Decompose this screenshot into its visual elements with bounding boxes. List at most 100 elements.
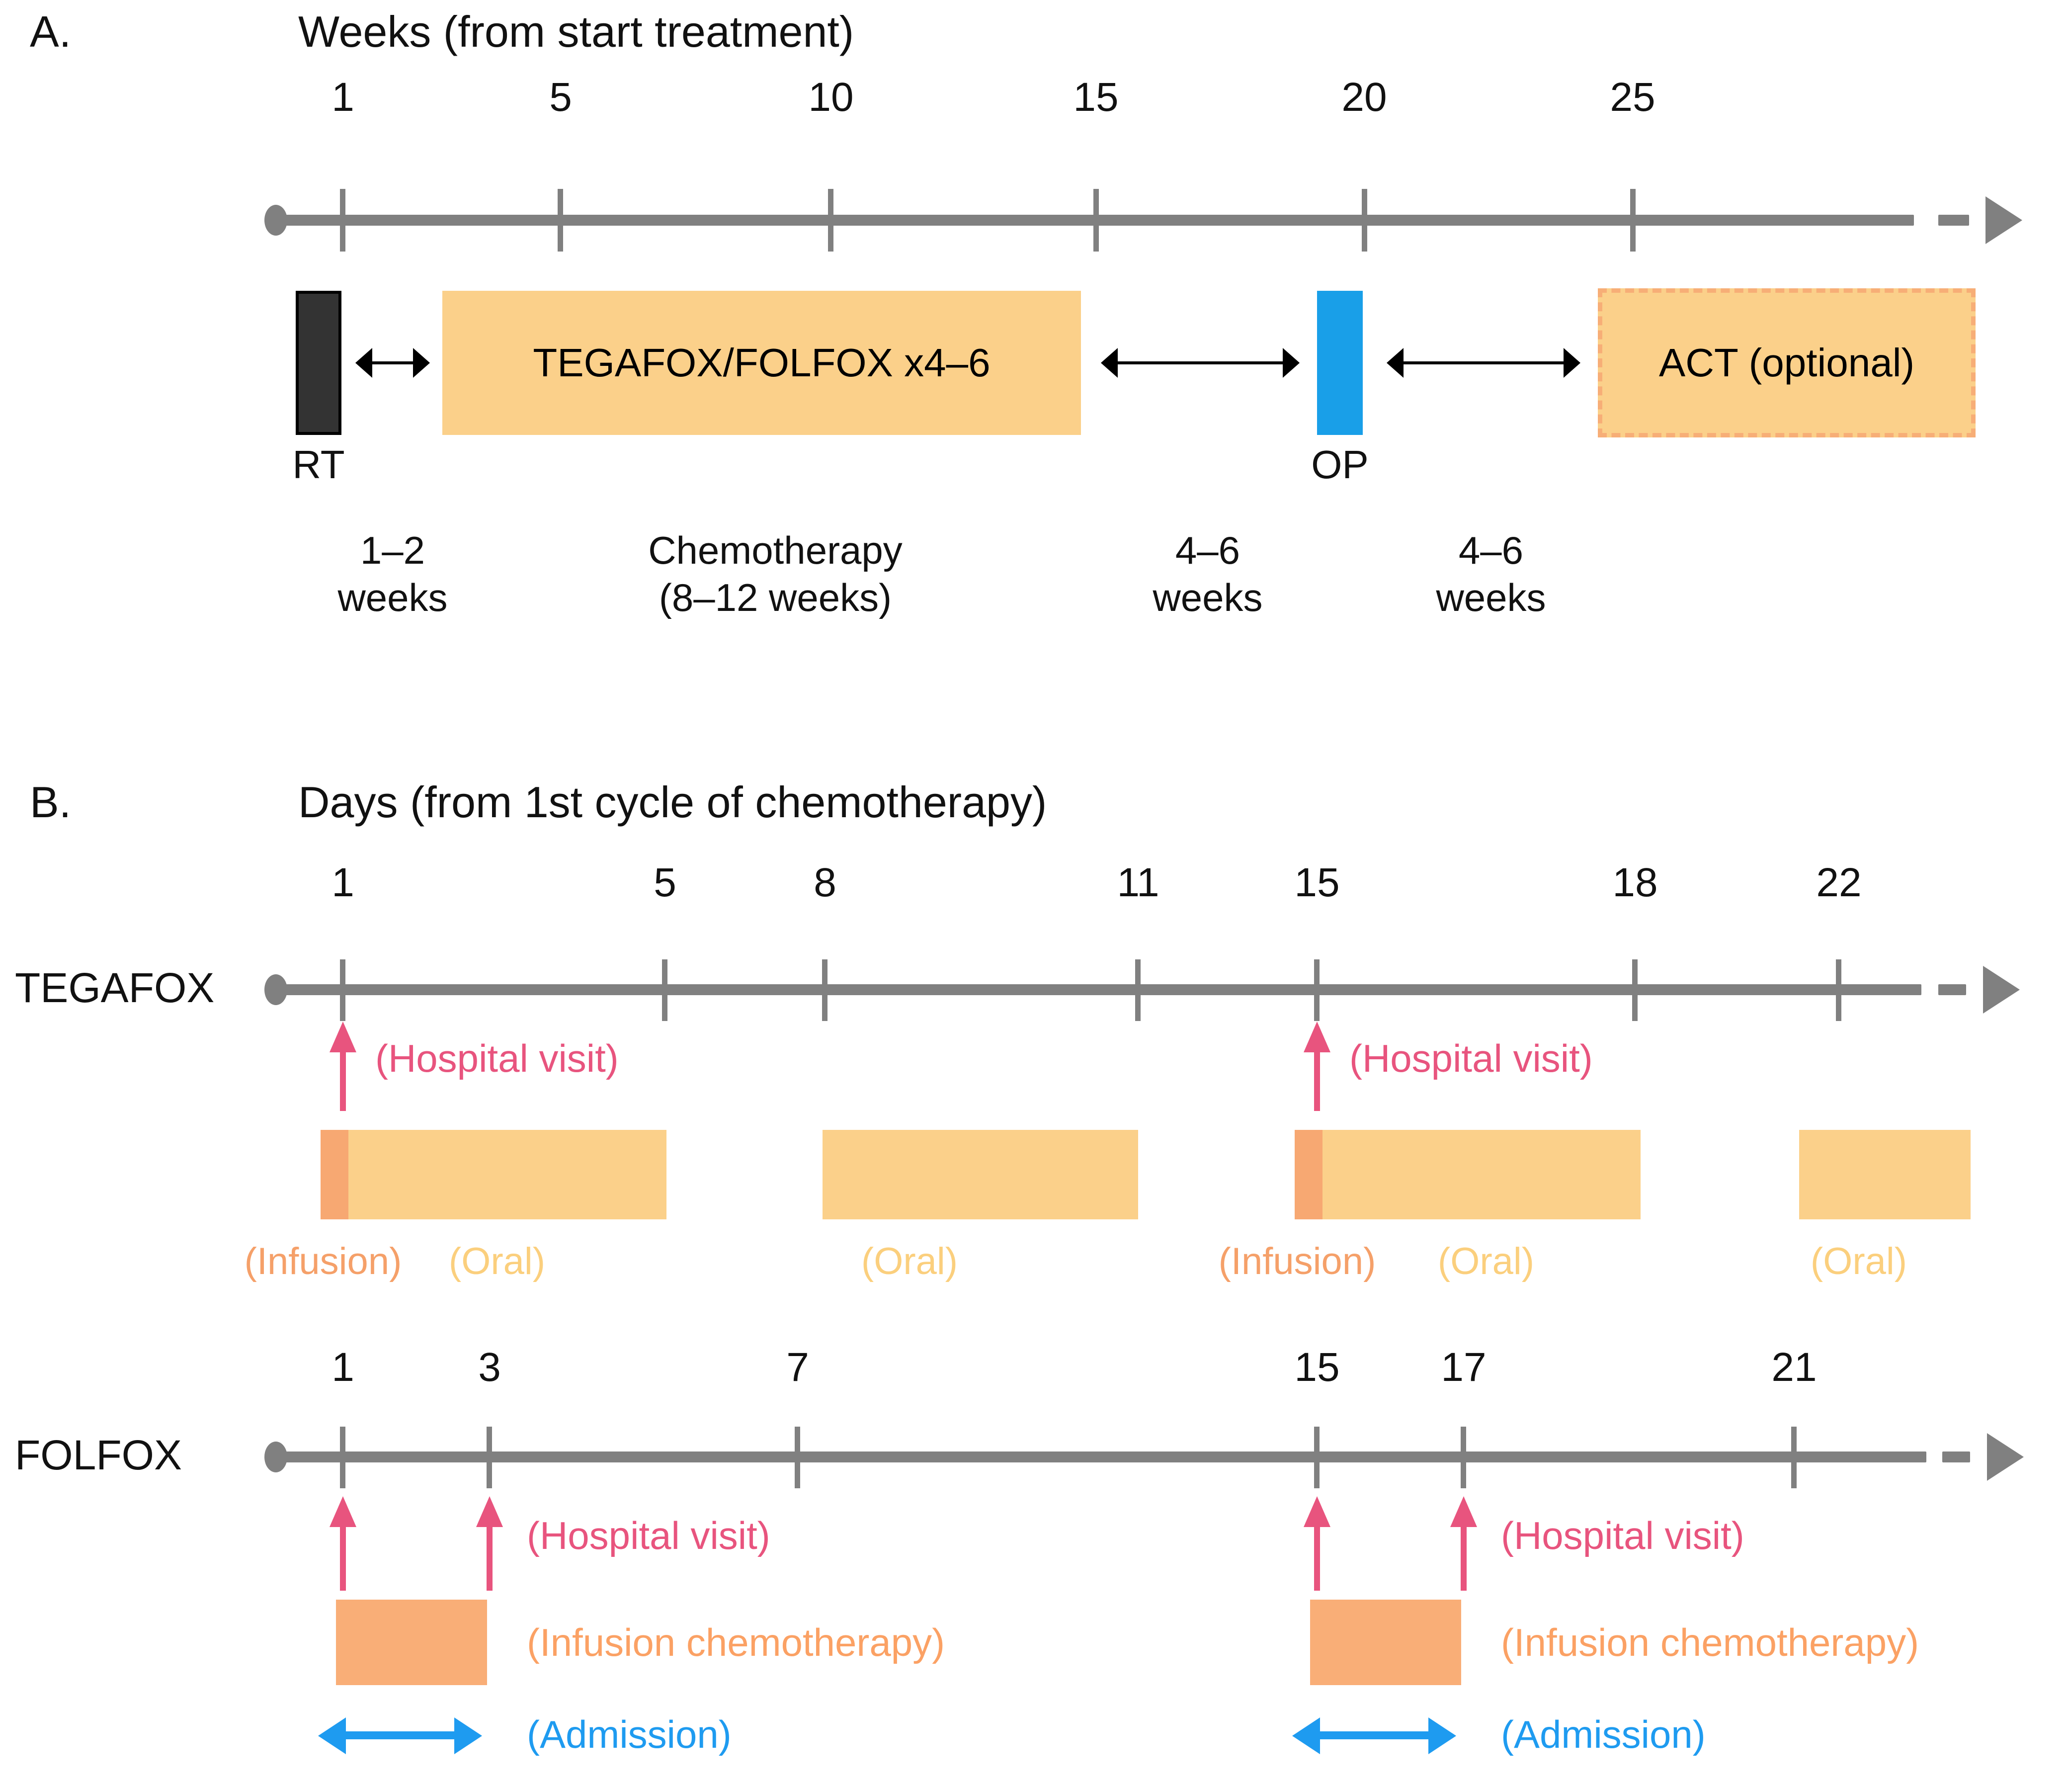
tegafox-tick-label-18: 18 bbox=[1612, 860, 1658, 905]
tegafox-tick-label-15: 15 bbox=[1294, 860, 1340, 905]
panel-a-tick-label-1: 1 bbox=[331, 75, 354, 120]
folfox-admission-label-1: (Admission) bbox=[527, 1712, 732, 1756]
folfox-hospital-visit-arrow-day15 bbox=[1304, 1496, 1330, 1591]
operation-block bbox=[1317, 291, 1363, 435]
tegafox-tick-label-8: 8 bbox=[814, 860, 836, 905]
tegafox-tick-label-11: 11 bbox=[1117, 860, 1159, 905]
chemotherapy-block: TEGAFOX/FOLFOX x4–6 bbox=[442, 291, 1081, 435]
folfox-axis-arrowhead bbox=[1987, 1433, 2024, 1481]
panel-a-axis-dash bbox=[1938, 215, 1969, 226]
folfox-tick-21 bbox=[1791, 1427, 1797, 1488]
folfox-hospital-visit-label-1: (Hospital visit) bbox=[527, 1514, 770, 1557]
folfox-infusion-label-2: (Infusion chemotherapy) bbox=[1501, 1621, 1919, 1664]
duration-chemo-to-op-line1: 4–6 bbox=[1175, 528, 1240, 572]
folfox-tick-15 bbox=[1314, 1427, 1320, 1488]
folfox-hospital-visit-label-2: (Hospital visit) bbox=[1501, 1514, 1744, 1557]
duration-rt: 1–2 weeks bbox=[337, 527, 447, 621]
folfox-tick-label-21: 21 bbox=[1771, 1345, 1817, 1390]
tegafox-oral-caption-3: (Oral) bbox=[1437, 1240, 1535, 1282]
duration-chemo-to-op: 4–6 weeks bbox=[1153, 527, 1262, 621]
panel-a-tick-25 bbox=[1630, 189, 1636, 252]
duration-op-to-act: 4–6 weeks bbox=[1436, 527, 1546, 621]
duration-chemo-line2: (8–12 weeks) bbox=[659, 576, 892, 620]
panel-b-letter: B. bbox=[30, 777, 72, 827]
act-block-label: ACT (optional) bbox=[1658, 341, 1915, 385]
folfox-axis-line bbox=[281, 1451, 1926, 1462]
tegafox-infusion-bar-1 bbox=[321, 1130, 348, 1219]
folfox-tick-label-7: 7 bbox=[786, 1345, 809, 1390]
panel-a-tick-1 bbox=[340, 189, 345, 252]
tegafox-oral-caption-2: (Oral) bbox=[861, 1240, 958, 1282]
folfox-hospital-visit-arrow-day3 bbox=[476, 1496, 503, 1591]
act-block: ACT (optional) bbox=[1598, 288, 1976, 437]
tegafox-infusion-caption-2: (Infusion) bbox=[1218, 1240, 1376, 1282]
folfox-tick-17 bbox=[1461, 1427, 1466, 1488]
folfox-axis-dash bbox=[1942, 1451, 1970, 1462]
panel-a-header: Weeks (from start treatment) bbox=[298, 7, 854, 56]
panel-a-tick-5 bbox=[558, 189, 563, 252]
panel-a-tick-20 bbox=[1362, 189, 1367, 252]
duration-chemo-to-op-line2: weeks bbox=[1153, 576, 1263, 620]
tegafox-axis-line bbox=[281, 984, 1921, 995]
panel-a-axis-arrowhead bbox=[1985, 196, 2022, 244]
gap-arrow-chemo-to-op bbox=[1101, 348, 1300, 378]
tegafox-tick-11 bbox=[1135, 959, 1141, 1021]
chemotherapy-block-label: TEGAFOX/FOLFOX x4–6 bbox=[533, 341, 991, 385]
tegafox-hospital-visit-label-1: (Hospital visit) bbox=[375, 1036, 619, 1080]
panel-a-tick-15 bbox=[1093, 189, 1099, 252]
radiotherapy-block bbox=[296, 291, 341, 435]
panel-a-letter: A. bbox=[30, 7, 72, 56]
tegafox-tick-5 bbox=[662, 959, 667, 1021]
tegafox-infusion-caption-1: (Infusion) bbox=[244, 1240, 402, 1282]
tegafox-axis-arrowhead bbox=[1983, 966, 2020, 1014]
folfox-tick-7 bbox=[795, 1427, 800, 1488]
row-label-folfox: FOLFOX bbox=[15, 1432, 182, 1478]
gap-arrow-op-to-act bbox=[1387, 348, 1580, 378]
tegafox-tick-label-5: 5 bbox=[654, 860, 676, 905]
folfox-tick-3 bbox=[487, 1427, 492, 1488]
tegafox-oral-bar-4 bbox=[1799, 1130, 1971, 1219]
folfox-admission-label-2: (Admission) bbox=[1501, 1712, 1706, 1756]
folfox-tick-label-15: 15 bbox=[1294, 1345, 1340, 1390]
panel-a-tick-label-10: 10 bbox=[808, 75, 854, 120]
panel-a-tick-label-5: 5 bbox=[549, 75, 572, 120]
tegafox-tick-label-1: 1 bbox=[331, 860, 354, 905]
folfox-infusion-bar-1 bbox=[336, 1600, 487, 1685]
duration-chemo-line1: Chemotherapy bbox=[648, 528, 903, 572]
tegafox-hospital-visit-arrow-day15 bbox=[1304, 1022, 1330, 1111]
panel-a-tick-label-20: 20 bbox=[1341, 75, 1387, 120]
duration-chemo: Chemotherapy (8–12 weeks) bbox=[648, 527, 903, 621]
tegafox-infusion-bar-2 bbox=[1295, 1130, 1323, 1219]
tegafox-tick-15 bbox=[1314, 959, 1320, 1021]
panel-a-tick-10 bbox=[828, 189, 833, 252]
duration-op-to-act-line2: weeks bbox=[1436, 576, 1546, 620]
radiotherapy-caption: RT bbox=[292, 442, 345, 487]
duration-op-to-act-line1: 4–6 bbox=[1458, 528, 1524, 572]
tegafox-tick-1 bbox=[340, 959, 345, 1021]
folfox-tick-label-17: 17 bbox=[1441, 1345, 1487, 1390]
folfox-hospital-visit-arrow-day17 bbox=[1450, 1496, 1477, 1591]
gap-arrow-rt-to-chemo bbox=[355, 348, 430, 378]
panel-b-header: Days (from 1st cycle of chemotherapy) bbox=[298, 777, 1047, 827]
tegafox-tick-18 bbox=[1632, 959, 1638, 1021]
tegafox-tick-22 bbox=[1836, 959, 1841, 1021]
folfox-infusion-bar-2 bbox=[1310, 1600, 1461, 1685]
operation-caption: OP bbox=[1311, 442, 1369, 487]
tegafox-hospital-visit-label-2: (Hospital visit) bbox=[1349, 1036, 1593, 1080]
panel-a-tick-label-15: 15 bbox=[1073, 75, 1119, 120]
folfox-hospital-visit-arrow-day1 bbox=[330, 1496, 356, 1591]
tegafox-axis-dash bbox=[1938, 984, 1966, 995]
row-label-tegafox: TEGAFOX bbox=[15, 964, 215, 1011]
duration-rt-line2: weeks bbox=[337, 576, 448, 620]
folfox-tick-label-3: 3 bbox=[478, 1345, 501, 1390]
tegafox-oral-bar-1 bbox=[348, 1130, 666, 1219]
folfox-tick-label-1: 1 bbox=[331, 1345, 354, 1390]
folfox-admission-arrow-1 bbox=[318, 1717, 482, 1754]
folfox-admission-arrow-2 bbox=[1292, 1717, 1456, 1754]
tegafox-oral-caption-4: (Oral) bbox=[1810, 1240, 1907, 1282]
tegafox-oral-caption-1: (Oral) bbox=[448, 1240, 546, 1282]
panel-a-tick-label-25: 25 bbox=[1610, 75, 1655, 120]
tegafox-hospital-visit-arrow-day1 bbox=[330, 1022, 356, 1111]
tegafox-tick-8 bbox=[822, 959, 827, 1021]
